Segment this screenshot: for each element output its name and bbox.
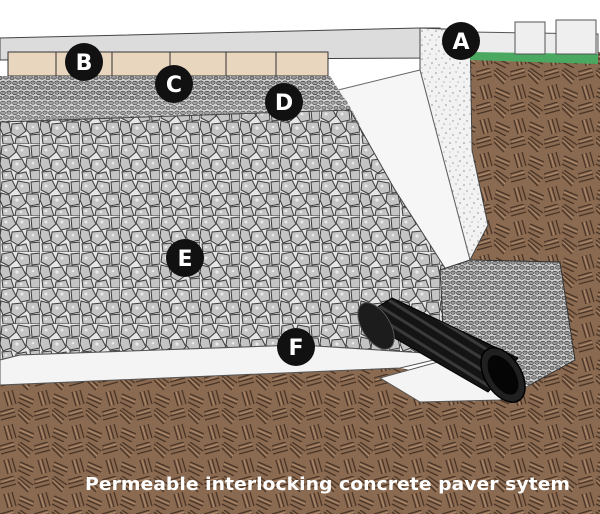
marker-circle [277,328,315,366]
marker-d: D [265,83,303,121]
diagram-caption: Permeable interlocking concrete paver sy… [85,474,570,495]
marker-circle [442,22,480,60]
marker-circle [155,65,193,103]
marker-layer: A B C D E F [65,22,480,366]
marker-circle [65,43,103,81]
marker-label: A [452,30,469,55]
marker-label: C [166,73,182,98]
marker-f: F [277,328,315,366]
grass-strip [470,52,598,64]
marker-circle [265,83,303,121]
marker-c: C [155,65,193,103]
marker-label: D [275,91,293,116]
curb-post-1 [514,21,546,55]
marker-e: E [166,239,204,277]
marker-circle [166,239,204,277]
marker-label: B [76,51,93,76]
curb-post-2 [555,19,597,55]
marker-label: F [288,336,303,361]
marker-a: A [442,22,480,60]
drain-pipe [357,297,526,403]
native-soil-bottom [0,368,600,514]
marker-label: E [177,247,192,272]
marker-b: B [65,43,103,81]
